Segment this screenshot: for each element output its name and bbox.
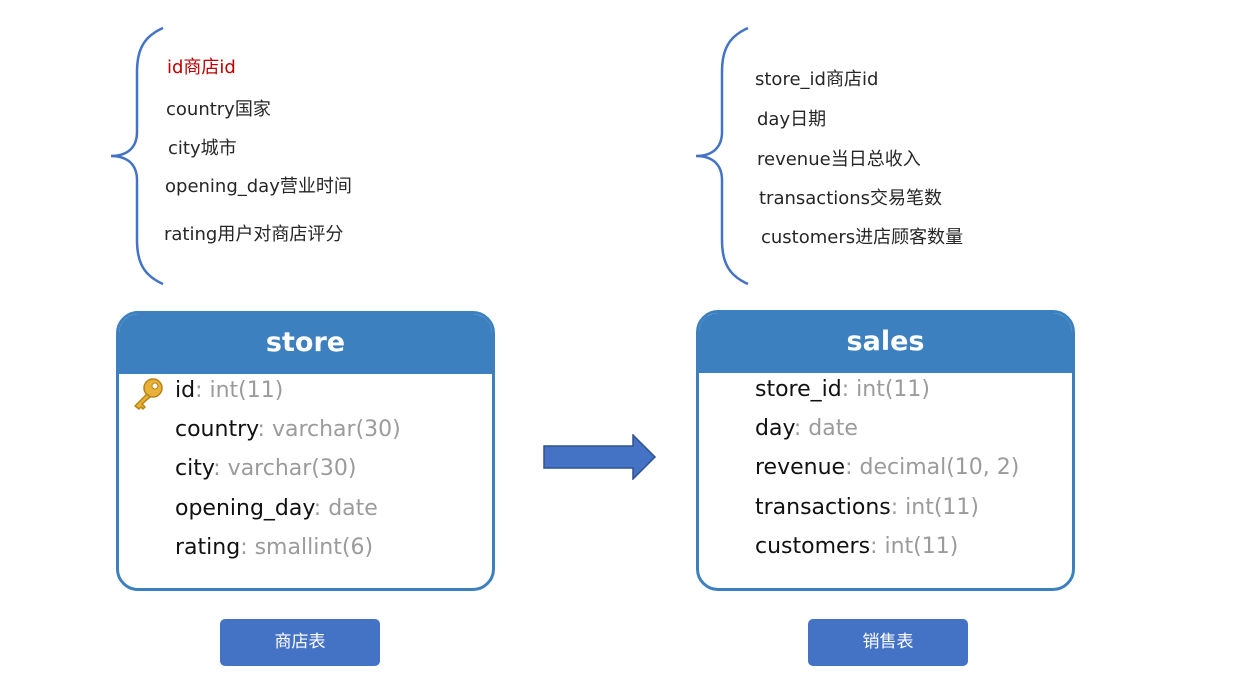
store-field-opening-day: opening_day: date [175,496,378,521]
sales-field-store-id: store_id: int(11) [755,377,930,402]
sales-field-transactions: transactions: int(11) [755,495,979,520]
sales-note-day: day日期 [757,109,827,130]
field-name: customers [755,534,871,559]
field-separator: : [257,417,272,442]
key-icon [134,378,163,410]
field-separator: : [195,378,210,403]
sales-note-store-id: store_id商店id [755,69,879,90]
field-separator: : [845,455,860,480]
field-type: int(11) [884,534,959,559]
field-separator: : [313,496,329,521]
sales-note-customers: customers进店顾客数量 [761,227,964,248]
right-arrow-icon [543,434,657,480]
sales-note-revenue: revenue当日总收入 [757,149,921,170]
field-type: varchar(30) [227,456,357,481]
store-note-opening-day: opening_day营业时间 [165,176,352,197]
field-type: int(11) [209,378,284,403]
store-table-caption-button[interactable]: 商店表 [220,619,380,666]
sales-table-title: sales [699,313,1072,373]
store-note-country: country国家 [166,99,271,120]
store-field-id: id: int(11) [175,378,283,403]
field-name: store_id [755,377,842,402]
field-type: date [808,416,858,441]
sales-table-caption-button[interactable]: 销售表 [808,619,968,666]
field-type: varchar(30) [271,417,401,442]
field-name: country [175,417,258,442]
field-name: city [175,456,214,481]
sales-field-revenue: revenue: decimal(10, 2) [755,455,1019,480]
field-name: opening_day [175,496,314,521]
field-type: decimal(10, 2) [859,455,1020,480]
sales-table: sales store_id: int(11) day: date revenu… [696,310,1075,591]
sales-notes-brace [695,26,749,286]
field-separator: : [870,534,885,559]
field-name: day [755,416,794,441]
field-separator: : [793,416,809,441]
sales-field-day: day: date [755,416,858,441]
store-table-title: store [119,314,492,374]
field-name: id [175,378,196,403]
field-separator: : [841,377,857,402]
store-field-country: country: varchar(30) [175,417,401,442]
store-note-id: id商店id [167,57,236,78]
field-name: transactions [755,495,891,520]
store-notes-brace [110,26,164,286]
sales-field-customers: customers: int(11) [755,534,958,559]
field-type: smallint(6) [254,535,374,560]
field-type: int(11) [856,377,930,402]
store-field-rating: rating: smallint(6) [175,535,373,560]
store-table: store id: int(11) country: varchar(30) c… [116,311,495,591]
store-note-rating: rating用户对商店评分 [164,224,344,245]
sales-note-transactions: transactions交易笔数 [759,188,943,209]
field-type: date [328,496,378,521]
field-type: int(11) [905,495,979,520]
store-note-city: city城市 [168,138,237,159]
field-separator: : [240,535,255,560]
field-name: revenue [755,455,846,480]
store-field-city: city: varchar(30) [175,456,356,481]
field-name: rating [175,535,241,560]
field-separator: : [213,456,228,481]
field-separator: : [890,495,906,520]
